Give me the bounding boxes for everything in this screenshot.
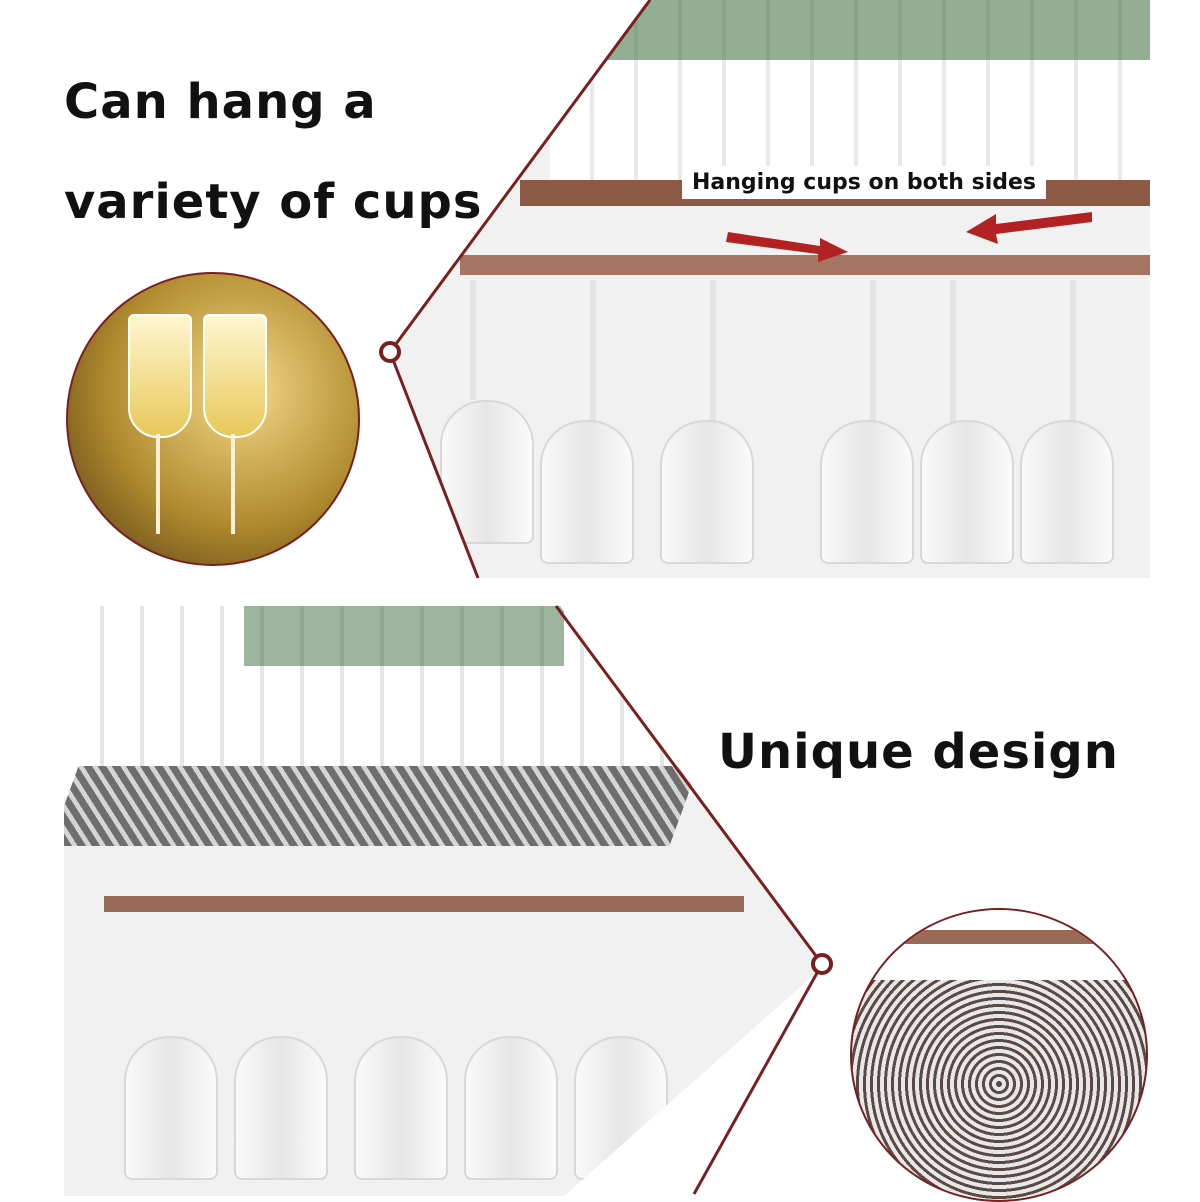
headline-unique-design: Unique design — [718, 724, 1119, 780]
headline-line-1: Can hang a — [64, 74, 377, 130]
inset-mesh-detail — [850, 908, 1148, 1202]
accent-lines-bottom — [554, 605, 833, 1195]
inset-champagne — [66, 272, 360, 566]
arrow-right-icon — [726, 232, 848, 262]
arrow-left-icon — [966, 212, 1092, 244]
headline-line-2: variety of cups — [64, 174, 483, 230]
callout-label: Hanging cups on both sides — [682, 166, 1047, 199]
accent-lines-top — [379, 0, 1092, 579]
